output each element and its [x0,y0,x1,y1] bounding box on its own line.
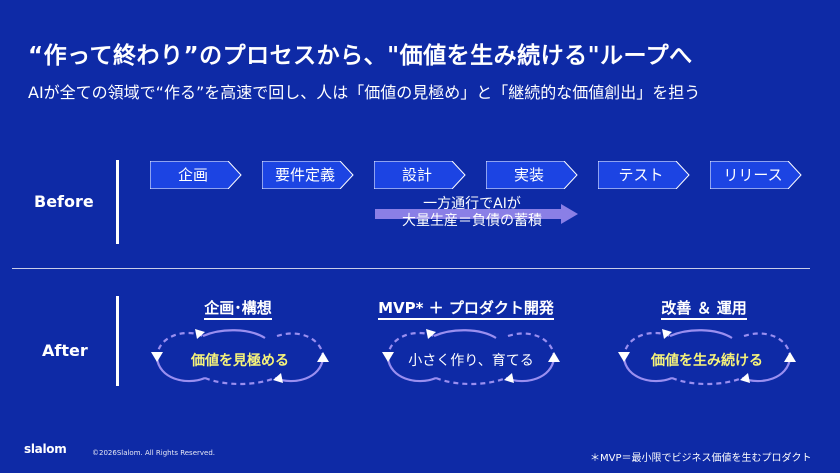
step-label: 企画 [177,166,208,184]
step-label: テスト [618,166,664,184]
flow-caption-line2: 大量生産＝負債の蓄積 [402,213,542,229]
phase-heading-mvp: MVP* ＋ プロダクト開発 [356,297,576,320]
copyright-text: ©2026Slalom. All Rights Reserved. [92,449,216,457]
flow-caption-line1: 一方通行でAIが [423,196,521,212]
phase-loop-planning [151,329,329,386]
section-divider [12,268,810,269]
phase-heading-label: 改善 ＆ 運用 [661,299,747,320]
phase-loop-operation [618,329,796,386]
phase-heading-label: 企画･構想 [204,299,272,320]
step-label: 要件定義 [274,166,335,184]
slide-title: “作って終わり”のプロセスから、"価値を生み続ける"ループへ [28,43,693,69]
step-label: 設計 [401,166,432,184]
phase-heading-planning: 企画･構想 [158,297,318,320]
step-chevron-shape [374,161,466,189]
after-label: After [42,341,88,360]
one-way-flow-arrow [375,204,578,224]
mvp-footnote: ＊MVP＝最小限でビジネス価値を生むプロダクト [590,453,812,464]
one-way-flow-caption: 一方通行でAIが 大量生産＝負債の蓄積 [382,196,562,230]
phase-heading-label: MVP* ＋ プロダクト開発 [378,299,554,320]
phase-loop-mvp [382,329,560,386]
phase-heading-operation: 改善 ＆ 運用 [624,297,784,320]
step-chevron-shape [598,161,690,189]
slide-subtitle: AIが全ての領域で“作る”を高速で回し、人は「価値の見極め」と「継続的な価値創出… [28,83,701,102]
before-label: Before [34,192,94,211]
phase-loop-text-mvp: 小さく作り、育てる [408,353,534,369]
step-label: リリース [723,166,783,184]
step-chevron-shape [150,161,242,189]
slalom-logo: slalom [24,442,67,456]
step-label: 実装 [513,166,544,184]
step-chevron-shape [710,161,802,189]
phase-loop-text-planning: 価値を見極める [191,353,289,369]
after-divider-bar [116,296,119,386]
before-divider-bar [116,160,119,244]
step-chevron-shape [486,161,578,189]
step-chevron-shape [262,161,354,189]
phase-loop-text-operation: 価値を生み続ける [651,353,763,369]
